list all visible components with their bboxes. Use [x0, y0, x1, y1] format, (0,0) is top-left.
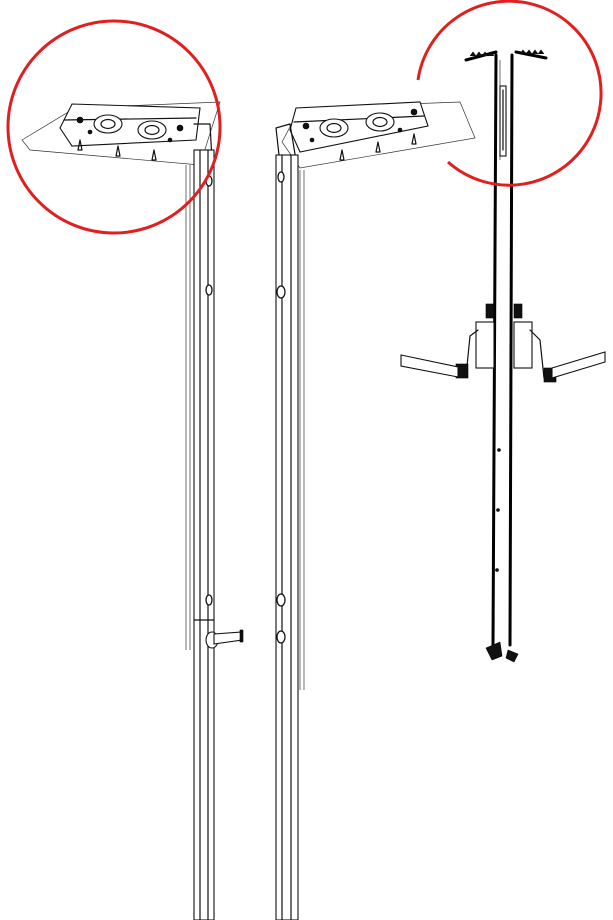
right-panic-assembly — [400, 49, 606, 663]
left-rail-assembly — [21, 101, 244, 920]
callout-arc-right — [416, 0, 603, 187]
left-head-bracket — [21, 101, 221, 166]
right-push-handles — [400, 351, 606, 379]
right-top-arms — [464, 49, 548, 62]
middle-rail-assembly — [275, 101, 476, 920]
right-vertical-rods — [491, 53, 514, 647]
middle-vertical-rail — [275, 154, 305, 920]
right-latch-housings — [455, 303, 557, 383]
callout-circle-left — [6, 19, 222, 235]
middle-head-bracket — [275, 101, 476, 169]
left-vertical-rail — [185, 149, 244, 920]
left-rail-bolt — [205, 629, 244, 649]
right-bottom-foot — [485, 641, 519, 663]
